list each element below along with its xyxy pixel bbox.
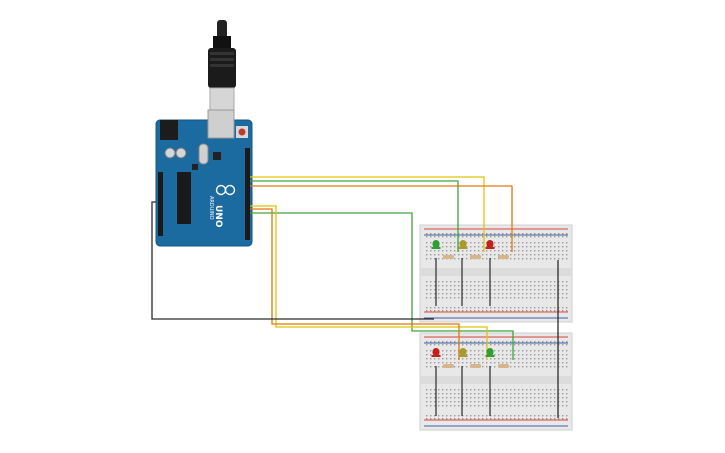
breadboard-top-holes <box>426 233 568 312</box>
resistor <box>443 364 454 368</box>
microcontroller-chip <box>177 172 191 224</box>
usb-cable[interactable] <box>208 20 236 111</box>
wire-ground <box>151 201 434 320</box>
led[interactable] <box>431 348 441 357</box>
breadboard-top[interactable] <box>419 224 573 323</box>
led[interactable] <box>458 240 468 249</box>
led[interactable] <box>485 348 495 357</box>
led[interactable] <box>485 240 495 249</box>
breadboard-bottom[interactable] <box>419 332 573 431</box>
wires <box>151 176 559 418</box>
top-components <box>435 258 491 306</box>
power-jack <box>160 120 178 140</box>
wire-orange-top <box>250 185 513 252</box>
led[interactable] <box>431 240 441 249</box>
arduino-uno-board[interactable]: ARDUINO UNO <box>155 109 253 247</box>
resistor <box>498 255 509 259</box>
digital-header <box>245 148 250 240</box>
resistor <box>498 364 509 368</box>
wire-yellow-top <box>250 176 485 252</box>
wire-orange-bottom <box>250 208 460 360</box>
wire-green-top <box>250 180 459 252</box>
arduino-logo-icon <box>215 184 236 196</box>
wire-yellow-bottom <box>250 205 488 360</box>
resistor <box>443 255 454 259</box>
usb-port <box>207 109 235 139</box>
led[interactable] <box>458 348 468 357</box>
breadboard-bottom-holes <box>426 341 568 420</box>
resistors <box>443 255 509 368</box>
bottom-components <box>435 366 491 416</box>
resistor <box>470 255 481 259</box>
wire-green-bottom <box>250 212 514 360</box>
power-analog-header <box>158 172 163 236</box>
arduino-model-label: UNO <box>213 205 223 228</box>
leds-bottom[interactable] <box>431 348 495 357</box>
resistor <box>470 364 481 368</box>
arduino-brand-label: ARDUINO <box>208 196 214 220</box>
leds-top[interactable] <box>431 240 495 249</box>
